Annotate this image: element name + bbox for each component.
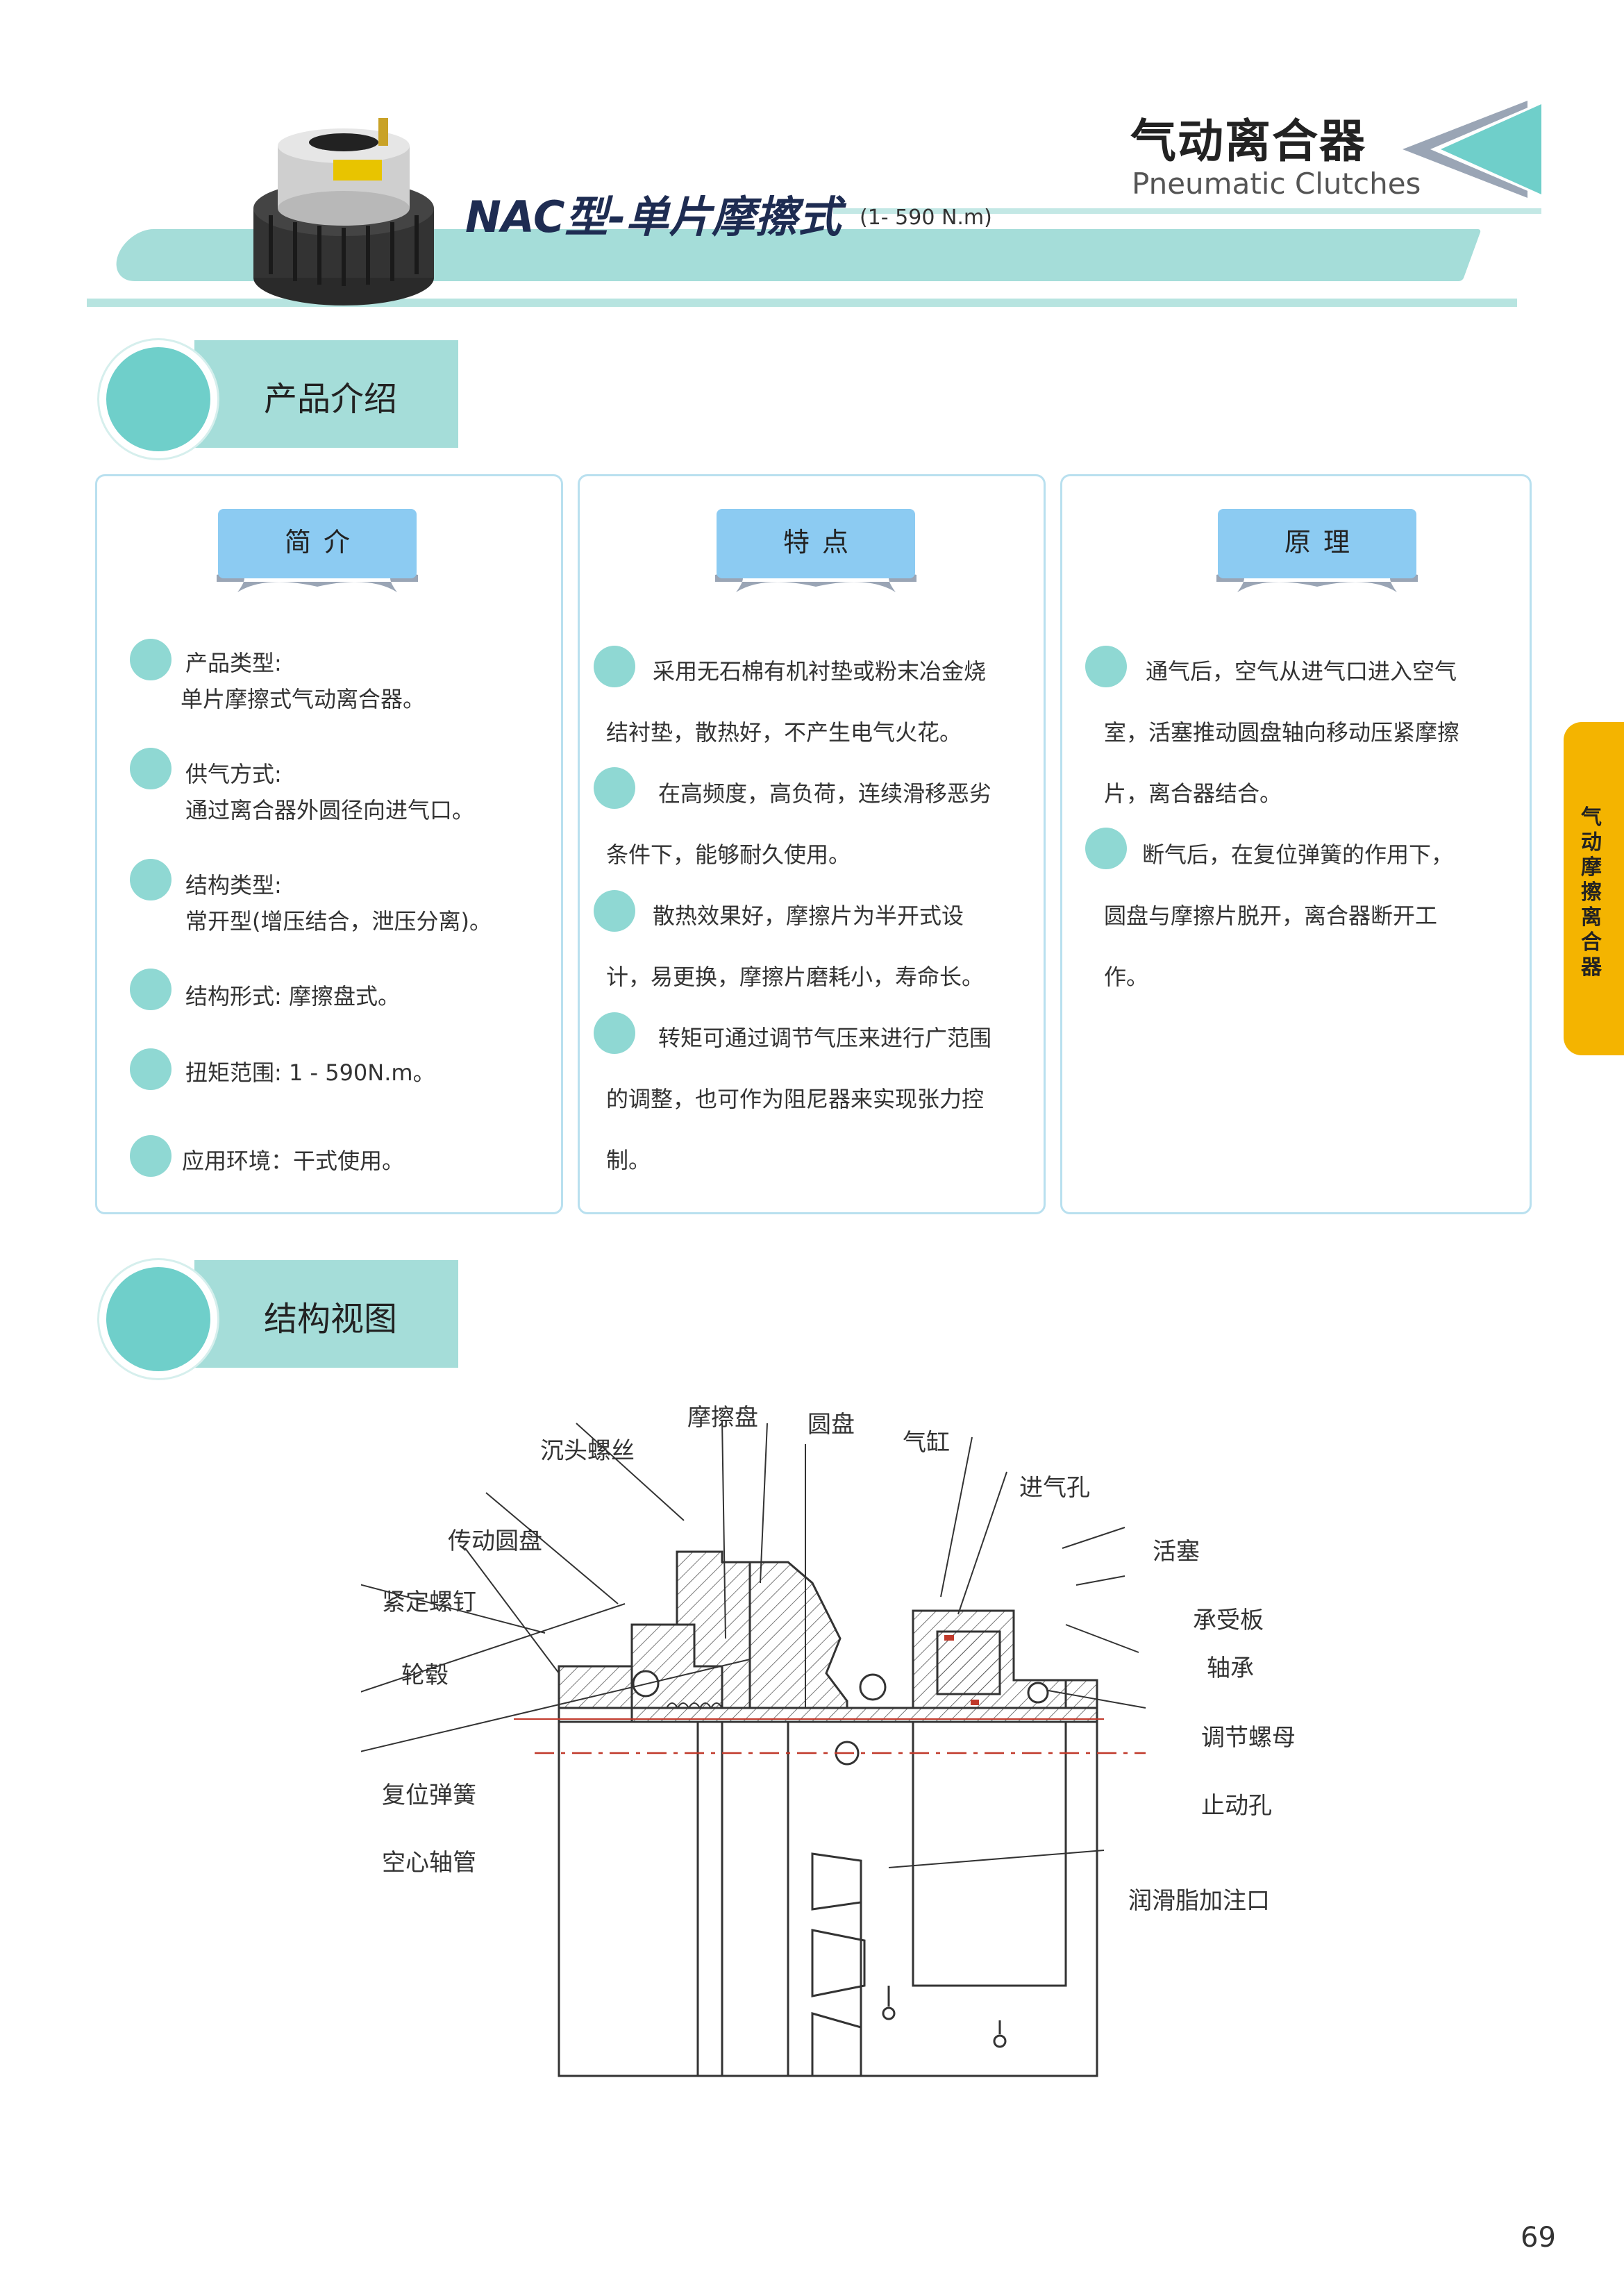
principle-line: 通气后，空气从进气口进入空气: [1146, 658, 1457, 685]
label-bearing: 轴承: [1207, 1654, 1254, 1682]
label-piston: 活塞: [1153, 1538, 1200, 1566]
label-bearing-plate: 承受板: [1193, 1607, 1264, 1634]
page-number: 69: [1521, 2222, 1556, 2254]
side-category-tab: [1564, 722, 1624, 1055]
summary-item-label: 应用环境：干式使用。: [182, 1148, 405, 1174]
bullet-dot: [130, 748, 171, 789]
bullet-dot: [594, 767, 635, 809]
feature-line: 采用无石棉有机衬垫或粉末冶金烧: [653, 658, 987, 685]
bullet-dot: [130, 859, 171, 900]
feature-line: 的调整，也可作为阻尼器来实现张力控: [606, 1086, 985, 1112]
arrow-decoration: [1403, 101, 1541, 198]
ribbon-features: [715, 509, 916, 592]
label-hub: 轮毂: [401, 1661, 449, 1689]
header-top-line: [833, 208, 1541, 214]
label-drive-disc: 传动圆盘: [448, 1527, 542, 1555]
ribbon-label-features: 特点: [782, 527, 861, 558]
summary-item-text: 常开型(增压结合，泄压分离)。: [185, 908, 492, 935]
feature-line: 条件下，能够耐久使用。: [606, 841, 851, 868]
ribbon-label-principle: 原理: [1284, 527, 1362, 558]
label-friction-disc: 摩擦盘: [687, 1404, 758, 1432]
clutch-cross-section-diagram: [361, 1419, 1146, 2077]
bullet-dot: [594, 646, 635, 687]
bullet-dot: [594, 890, 635, 932]
label-disc: 圆盘: [807, 1411, 855, 1439]
ribbon-label-summary: 简介: [284, 527, 362, 558]
bullet-dot: [130, 1135, 171, 1177]
section-circle-structure: [99, 1260, 217, 1378]
feature-line: 转矩可通过调节气压来进行广范围: [658, 1025, 992, 1051]
feature-line: 散热效果好，摩擦片为半开式设: [653, 903, 964, 929]
bullet-dot: [130, 1048, 171, 1090]
intro-column-principle: [1060, 474, 1532, 1214]
label-air-inlet: 进气孔: [1019, 1474, 1090, 1502]
summary-item-label: 结构形式: 摩擦盘式。: [185, 983, 400, 1009]
bullet-dot: [130, 969, 171, 1010]
label-cylinder: 气缸: [903, 1429, 950, 1457]
ribbon-summary: [217, 509, 418, 592]
intro-column-summary: [95, 474, 563, 1214]
feature-line: 结衬垫，散热好，不产生电气火花。: [606, 719, 962, 746]
section-bar-structure: [194, 1260, 458, 1368]
header-underline: [87, 299, 1517, 307]
bullet-dot: [594, 1012, 635, 1054]
intro-column-features: [578, 474, 1046, 1214]
summary-item-label: 结构类型:: [185, 872, 282, 898]
principle-line: 作。: [1104, 964, 1149, 990]
bullet-dot: [130, 639, 171, 680]
feature-line: 计，易更换，摩擦片磨耗小，寿命长。: [606, 964, 985, 990]
feature-line: 制。: [606, 1147, 651, 1173]
summary-item-label: 供气方式:: [185, 761, 282, 787]
ribbon-principle: [1216, 509, 1418, 592]
bullet-dot: [1085, 646, 1127, 687]
label-adjust-nut: 调节螺母: [1201, 1724, 1296, 1752]
label-grease-port: 润滑脂加注口: [1128, 1887, 1270, 1915]
side-tab-label: 气动摩擦离合器: [1581, 805, 1602, 980]
section-circle-intro: [99, 340, 217, 458]
category-title-en: Pneumatic Clutches: [1132, 167, 1421, 201]
feature-line: 在高频度，高负荷，连续滑移恶劣: [658, 780, 992, 807]
section-title-structure: 结构视图: [264, 1300, 398, 1339]
principle-line: 片，离合器结合。: [1104, 780, 1282, 807]
category-title-cn: 气动离合器: [1130, 115, 1366, 168]
principle-line: 圆盘与摩擦片脱开，离合器断开工: [1104, 903, 1438, 929]
label-return-spring: 复位弹簧: [382, 1782, 476, 1809]
section-title-intro: 产品介绍: [264, 380, 398, 419]
principle-line: 室，活塞推动圆盘轴向移动压紧摩擦: [1104, 719, 1460, 746]
label-hollow-shaft: 空心轴管: [382, 1849, 476, 1877]
label-set-screw: 紧定螺钉: [382, 1589, 476, 1616]
summary-item-text: 单片摩擦式气动离合器。: [181, 686, 426, 712]
summary-item-label: 产品类型:: [185, 650, 282, 676]
principle-line: 断气后，在复位弹簧的作用下，: [1142, 841, 1454, 868]
bullet-dot: [1085, 828, 1127, 869]
section-bar-intro: [194, 340, 458, 448]
summary-item-text: 通过离合器外圆径向进气口。: [185, 797, 475, 823]
summary-item-label: 扭矩范围: 1 - 590N.m。: [185, 1059, 435, 1086]
product-image: [253, 118, 434, 305]
series-title: NAC型-单片摩擦式: [465, 192, 842, 242]
torque-range: (1- 590 N.m): [860, 206, 992, 230]
label-stop-hole: 止动孔: [1201, 1792, 1272, 1820]
label-countersunk-screw: 沉头螺丝: [540, 1437, 635, 1465]
